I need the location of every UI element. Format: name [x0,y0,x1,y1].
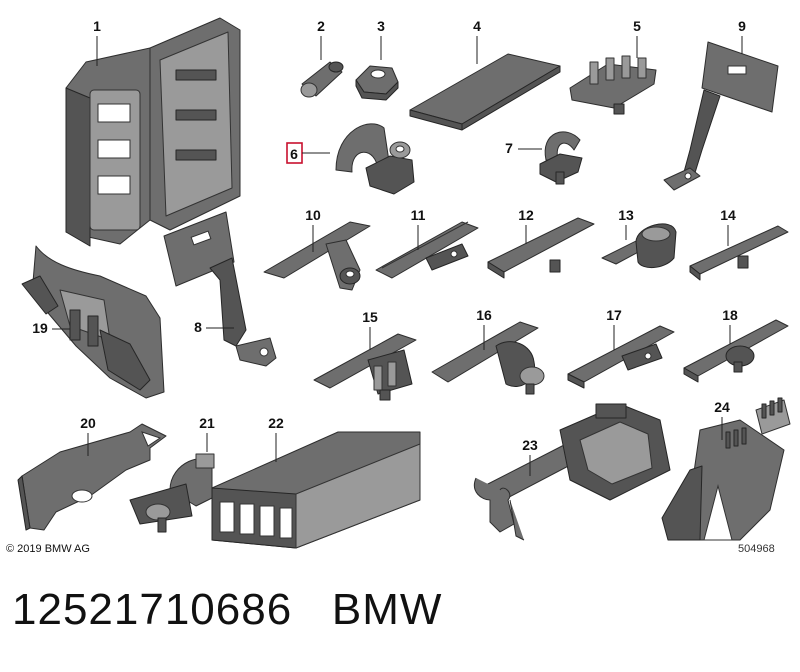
part-7-cable-clamp-icon [539,131,583,185]
part-12-cable-holder-icon [487,217,595,279]
part-label-7[interactable]: 7 [505,140,513,156]
part-label-16[interactable]: 16 [476,307,492,323]
part-10-cable-holder-icon [263,221,371,291]
part-label-12[interactable]: 12 [518,207,534,223]
part-label-20[interactable]: 20 [80,415,96,431]
part-24-holder-icon [661,397,791,541]
part-label-22[interactable]: 22 [268,415,284,431]
part-3-hex-nut-icon [355,65,399,101]
part-6-cable-holder-icon [335,123,415,195]
part-label-21[interactable]: 21 [199,415,215,431]
part-1-relay-box-bracket-icon [65,17,241,247]
part-label-19[interactable]: 19 [32,320,48,336]
brand-name: BMW [331,585,443,634]
part-label-4[interactable]: 4 [473,18,481,34]
part-19-cover-icon [21,245,165,399]
part-number: 12521710686 [12,585,293,634]
part-20-bracket-icon [17,423,167,531]
part-label-14[interactable]: 14 [720,207,736,223]
part-label-10[interactable]: 10 [305,207,321,223]
part-label-11[interactable]: 11 [411,207,426,223]
part-21-cable-holder-icon [129,453,215,533]
part-label-2[interactable]: 2 [317,18,325,34]
part-5-cable-clip-icon [569,55,657,115]
part-23-holder-icon [474,403,671,541]
part-13-cable-holder-icon [601,223,677,268]
part-17-cable-holder-icon [567,325,675,389]
parts-diagram: 1 2 3 4 5 6 [17,17,791,549]
part-label-8[interactable]: 8 [194,319,202,335]
part-14-cable-holder-icon [689,225,789,281]
part-label-3[interactable]: 3 [377,18,385,34]
caption: 12521710686 BMW [12,585,442,635]
part-18-cable-holder-icon [683,319,789,383]
part-4-foam-pad-icon [409,53,561,131]
part-22-cable-duct-icon [211,431,421,549]
part-label-24[interactable]: 24 [714,399,730,415]
part-label-6[interactable]: 6 [290,146,298,162]
part-11-cable-holder-icon [375,221,479,279]
part-15-cable-holder-icon [313,333,417,401]
part-label-17[interactable]: 17 [606,307,622,323]
part-label-23[interactable]: 23 [522,437,538,453]
part-label-1[interactable]: 1 [93,18,101,34]
part-label-18[interactable]: 18 [722,307,738,323]
copyright-notice: © 2019 BMW AG [6,543,90,555]
diagram-id: 504968 [738,543,775,555]
part-8-bracket-icon [163,211,277,367]
part-9-bracket-icon [663,41,779,191]
part-label-5[interactable]: 5 [633,18,641,34]
part-16-cable-holder-icon [431,321,545,395]
part-label-15[interactable]: 15 [362,309,378,325]
part-label-13[interactable]: 13 [618,207,634,223]
part-label-9[interactable]: 9 [738,18,746,34]
part-2-rubber-plug-icon [300,61,344,98]
